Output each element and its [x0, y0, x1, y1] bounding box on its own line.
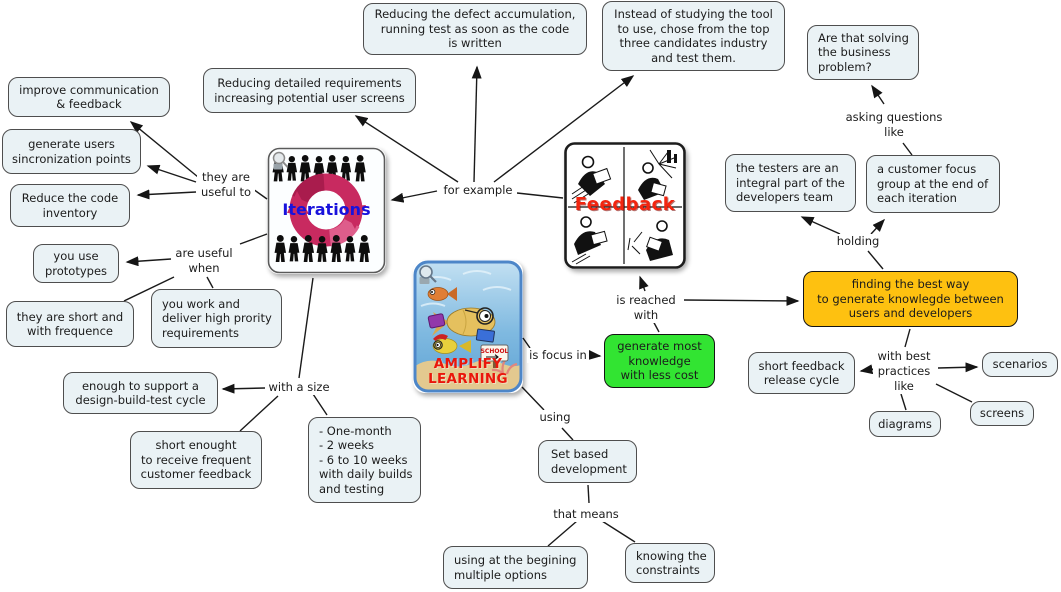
- link-label-is-focus-in[interactable]: is focus in: [527, 348, 589, 363]
- connector-line: [206, 276, 214, 289]
- connector-line: [800, 216, 841, 235]
- amplify-learning-clipart: SCHOOL: [413, 260, 523, 393]
- concept-screens[interactable]: screens: [970, 401, 1034, 426]
- connector-line: [870, 218, 886, 235]
- iteration-cycle-icon: [287, 173, 366, 247]
- amplify-learning-label: AMPLIFY LEARNING: [428, 356, 508, 387]
- iterations-label: Iterations: [282, 200, 371, 219]
- link-label-using[interactable]: using: [537, 410, 573, 425]
- link-label-with-best-practices-like[interactable]: with best practices like: [873, 349, 935, 394]
- connector-line: [601, 520, 636, 543]
- connector-line: [683, 295, 800, 306]
- connector-line: [298, 277, 314, 379]
- connector-line: [859, 364, 875, 375]
- connector-line: [252, 188, 268, 200]
- connector-line: [239, 395, 279, 432]
- connector-line: [125, 256, 172, 267]
- concept-generate-users-sincronization[interactable]: generate users sincronization points: [2, 129, 141, 174]
- link-label-with-a-size[interactable]: with a size: [266, 380, 332, 395]
- connector-line: [471, 65, 482, 183]
- concept-knowing-constraints[interactable]: knowing the constraints: [625, 543, 715, 583]
- feedback-clipart: [564, 142, 686, 269]
- link-label-are-useful-when[interactable]: are useful when: [172, 246, 236, 276]
- concept-node-feedback[interactable]: Feedback: [564, 142, 686, 269]
- connector-line: [221, 383, 266, 394]
- connector-line: [521, 386, 545, 411]
- yellow-fish-icon: [432, 334, 471, 354]
- svg-text:SCHOOL: SCHOOL: [481, 348, 509, 355]
- concept-are-that-solving[interactable]: Are that solving the business problem?: [807, 25, 919, 80]
- connector-line: [588, 349, 602, 360]
- concept-short-enought-feedback[interactable]: short enought to receive frequent custom…: [130, 431, 262, 489]
- connector-line: [902, 142, 913, 156]
- connector-line: [900, 393, 907, 411]
- concept-node-amplify-learning[interactable]: SCHOOL AMPLIFY LEARNING: [413, 260, 523, 393]
- magnifier-icon: [272, 151, 289, 170]
- connector-line: [239, 233, 268, 245]
- book-icon: [427, 313, 446, 329]
- connector-line: [871, 84, 885, 105]
- link-label-that-means[interactable]: that means: [552, 507, 620, 522]
- concept-testers-integral-part[interactable]: the testers are an integral part of the …: [725, 154, 856, 212]
- concept-node-iterations[interactable]: Iterations: [267, 147, 386, 274]
- link-label-they-are-useful-to[interactable]: they are useful to: [197, 170, 255, 200]
- concept-short-feedback-release-cycle[interactable]: short feedback release cycle: [748, 352, 855, 394]
- concept-using-begining-options[interactable]: using at the begining multiple options: [443, 546, 588, 589]
- concept-scenarios[interactable]: scenarios: [982, 352, 1058, 377]
- connector-line: [146, 164, 197, 183]
- concept-iteration-sizes[interactable]: - One-month - 2 weeks - 6 to 10 weeks wi…: [308, 417, 421, 503]
- concept-diagrams[interactable]: diagrams: [869, 411, 941, 437]
- link-label-holding[interactable]: holding: [834, 234, 882, 249]
- water-waves-icon: [420, 270, 512, 307]
- concept-short-with-frequence[interactable]: they are short and with frequence: [6, 301, 134, 347]
- concept-reducing-defect-accumulation[interactable]: Reducing the defect accumulation, runnin…: [363, 3, 587, 55]
- iterations-clipart: [267, 147, 386, 274]
- concept-generate-most-knowledge[interactable]: generate most knowledge with less cost: [604, 334, 715, 388]
- connector-line: [493, 75, 635, 183]
- connector-line: [516, 192, 564, 199]
- connector-line: [522, 337, 531, 349]
- concept-finding-best-way[interactable]: finding the best way to generate knowleg…: [803, 271, 1018, 327]
- concept-customer-focus-group[interactable]: a customer focus group at the end of eac…: [866, 155, 1000, 213]
- connector-line: [904, 328, 911, 348]
- magnifier-icon: [419, 265, 437, 284]
- connector-line: [354, 115, 459, 183]
- big-fish-icon: [432, 307, 496, 343]
- connector-line: [639, 275, 649, 292]
- school-sign-icon: SCHOOL: [480, 344, 509, 368]
- concept-improve-communication[interactable]: improve communication & feedback: [8, 77, 170, 117]
- concept-reducing-detailed-requirements[interactable]: Reducing detailed requirements increasin…: [203, 68, 416, 113]
- feedback-label: Feedback: [574, 194, 676, 215]
- connector-line: [390, 190, 438, 203]
- link-label-asking-questions-like[interactable]: asking questions like: [840, 110, 948, 140]
- connector-line: [129, 121, 199, 178]
- concept-reduce-code-inventory[interactable]: Reduce the code inventory: [10, 184, 130, 227]
- connector-line: [867, 250, 884, 270]
- orange-fish-icon: [427, 287, 457, 301]
- concept-you-use-prototypes[interactable]: you use prototypes: [33, 244, 119, 283]
- connector-line: [935, 383, 973, 403]
- connector-line: [312, 393, 328, 416]
- connector-line: [123, 276, 175, 302]
- concept-work-deliver-high-prority[interactable]: you work and deliver high prority requir…: [151, 289, 282, 348]
- connector-line: [561, 427, 574, 441]
- feedback-art-icon: [571, 149, 677, 265]
- link-label-for-example[interactable]: for example: [439, 183, 517, 198]
- connector-line: [587, 484, 590, 504]
- connector-line: [136, 189, 197, 200]
- link-label-is-reached-with[interactable]: is reached with: [613, 293, 679, 323]
- concept-set-based-development[interactable]: Set based development: [538, 440, 637, 483]
- concept-instead-of-studying[interactable]: Instead of studying the tool to use, cho…: [602, 1, 785, 71]
- concept-enough-support-cycle[interactable]: enough to support a design-build-test cy…: [63, 372, 218, 414]
- connector-line: [937, 362, 979, 373]
- connector-line: [547, 520, 578, 547]
